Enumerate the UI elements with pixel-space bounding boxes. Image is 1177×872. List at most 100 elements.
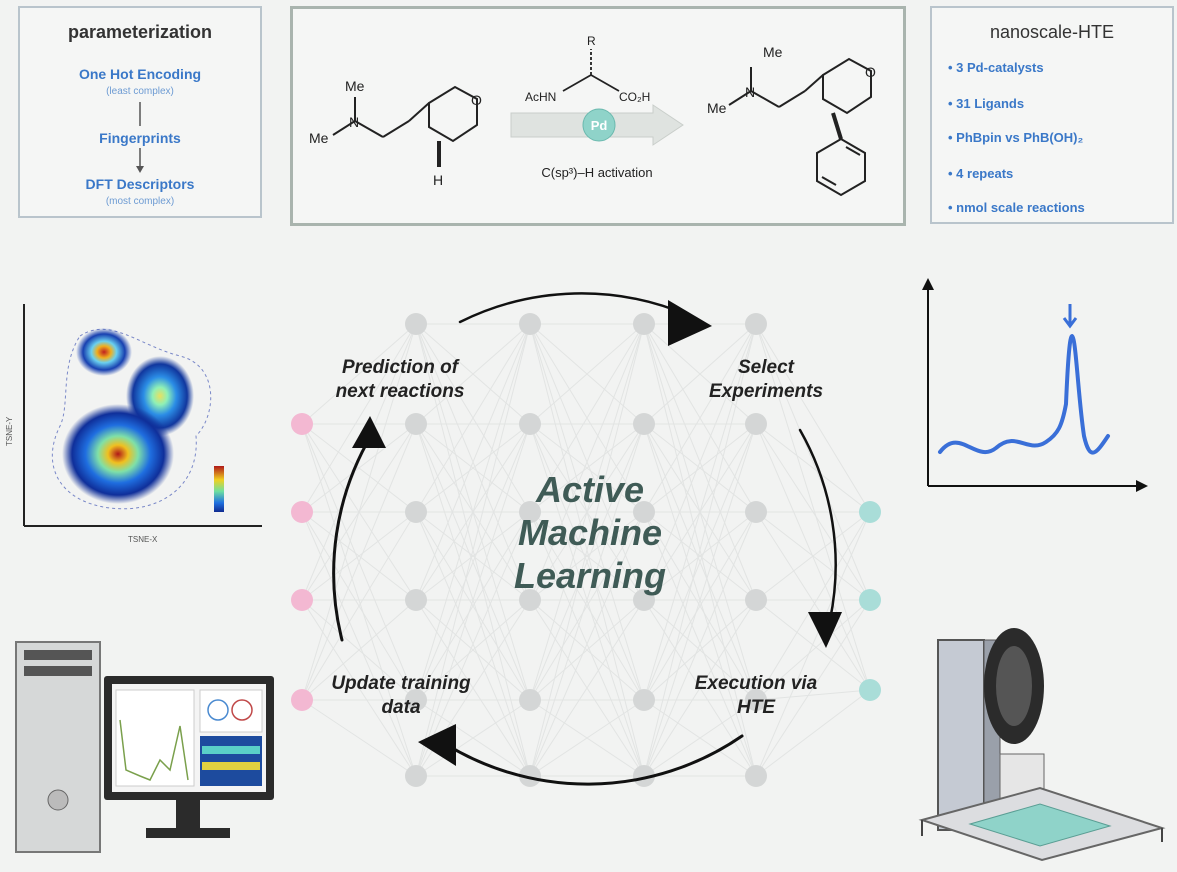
network-edge — [415, 423, 531, 777]
network-edge — [301, 599, 417, 701]
hte-item-repeats: • 4 repeats — [948, 166, 1014, 181]
step-execution: Execution via HTE — [656, 672, 856, 720]
hidden-node — [633, 501, 655, 523]
network-edge — [755, 511, 871, 701]
tsne-colorbar — [214, 466, 224, 512]
step-update-line-1: Update training — [331, 673, 471, 694]
network-edge — [415, 511, 531, 777]
network-edge — [643, 599, 757, 701]
output-node — [859, 589, 881, 611]
tower-power-button — [47, 789, 69, 811]
hidden-node — [519, 313, 541, 335]
dft-descriptors-label: DFT Descriptors — [85, 176, 195, 192]
network-edge — [755, 511, 871, 601]
network-edge — [301, 323, 417, 513]
catalyst-circle — [582, 108, 616, 142]
network-edge — [529, 699, 645, 777]
me-label-3: Me — [763, 44, 783, 60]
hidden-node — [405, 765, 427, 787]
peak-marker-arrow — [1062, 304, 1078, 329]
me-label-2: Me — [309, 130, 329, 146]
complexity-arrow-head — [136, 166, 144, 173]
spectrum-line — [938, 333, 1110, 455]
step-prediction-line-2: next reactions — [335, 380, 465, 402]
hidden-node — [745, 589, 767, 611]
network-edge — [529, 423, 645, 513]
step-execution-line-1: Execution via — [694, 673, 818, 694]
network-edge — [643, 323, 757, 777]
reagent-r-label: R — [587, 34, 596, 48]
robot-rotor-inner — [996, 646, 1032, 726]
tsne-outer-contour — [51, 328, 212, 510]
network-edge — [415, 511, 531, 701]
tsne-density-plot: TSNE-Y TSNE-X — [5, 304, 262, 544]
hidden-node — [519, 501, 541, 523]
network-edge — [755, 323, 871, 513]
catalyst-label: Pd — [591, 118, 608, 133]
fingerprints-label: Fingerprints — [99, 130, 181, 146]
condition-label: C(sp³)–H activation — [541, 165, 652, 180]
arrow-head-predict — [352, 416, 386, 448]
network-edge — [529, 423, 645, 701]
monitor-stand — [176, 800, 200, 830]
screen-molecule-ring-2 — [231, 699, 253, 721]
robot-tower — [937, 639, 985, 831]
hte-item-catalysts: • 3 Pd-catalysts — [948, 60, 1044, 75]
arrow-head-execute — [808, 612, 842, 648]
network-edge — [529, 511, 645, 601]
hte-robot-illustration — [918, 628, 1166, 862]
network-edge — [755, 323, 871, 601]
tsne-x-label: TSNE-X — [128, 535, 158, 544]
starting-material-structure — [332, 85, 478, 167]
active-machine-learning-title: Active Machine Learning — [470, 468, 710, 598]
network-edge — [643, 323, 757, 513]
hidden-node — [745, 689, 767, 711]
network-edge — [415, 511, 531, 601]
network-edge — [529, 511, 645, 701]
computer-illustration — [15, 641, 274, 853]
arrow-head-select — [668, 300, 712, 346]
arrow-head-update — [418, 724, 456, 766]
step-prediction: Prediction of next reactions — [300, 356, 500, 404]
network-edge — [755, 511, 871, 777]
network-edge — [415, 323, 531, 601]
step-execution-line-2: HTE — [737, 696, 775, 718]
network-edge — [755, 689, 871, 701]
hidden-node — [633, 313, 655, 335]
most-complex-note: (most complex) — [105, 196, 175, 207]
hte-item-nmol: • nmol scale reactions — [948, 200, 1085, 215]
network-edge — [301, 323, 417, 701]
network-edge — [529, 323, 645, 513]
network-edge — [529, 599, 645, 777]
screen-heatmap-panel — [200, 736, 262, 786]
network-edge — [643, 511, 757, 701]
network-edge — [415, 323, 531, 777]
input-node — [291, 413, 313, 435]
screen-chart-line — [119, 719, 189, 781]
tower-drive-bay-1 — [24, 650, 92, 660]
parameterization-panel: parameterization One Hot Encoding (least… — [18, 6, 262, 218]
hidden-node — [745, 313, 767, 335]
screen-molecule-ring-1 — [207, 699, 229, 721]
network-edge — [301, 511, 417, 601]
hidden-node — [519, 765, 541, 787]
step-select: Select Experiments — [666, 356, 866, 404]
network-edge — [301, 323, 417, 425]
screen-heatmap-band-2 — [202, 762, 260, 770]
network-edge — [415, 423, 531, 701]
oxygen-label-1: O — [471, 92, 482, 108]
tsne-cluster-top — [76, 328, 132, 376]
right-arc — [798, 428, 837, 622]
reagent-achn-label: AcHN — [525, 90, 556, 104]
oxygen-label-2: O — [865, 64, 876, 80]
network-edge — [301, 599, 417, 777]
spectrum-x-arrowhead — [1136, 480, 1148, 492]
network-edge — [415, 323, 531, 701]
spectrum-plot — [922, 278, 1148, 492]
hydrogen-label: H — [433, 172, 443, 188]
cycle-arrows — [332, 292, 837, 786]
network-edge — [755, 423, 871, 691]
least-complex-note: (least complex) — [106, 86, 174, 97]
input-node — [291, 689, 313, 711]
